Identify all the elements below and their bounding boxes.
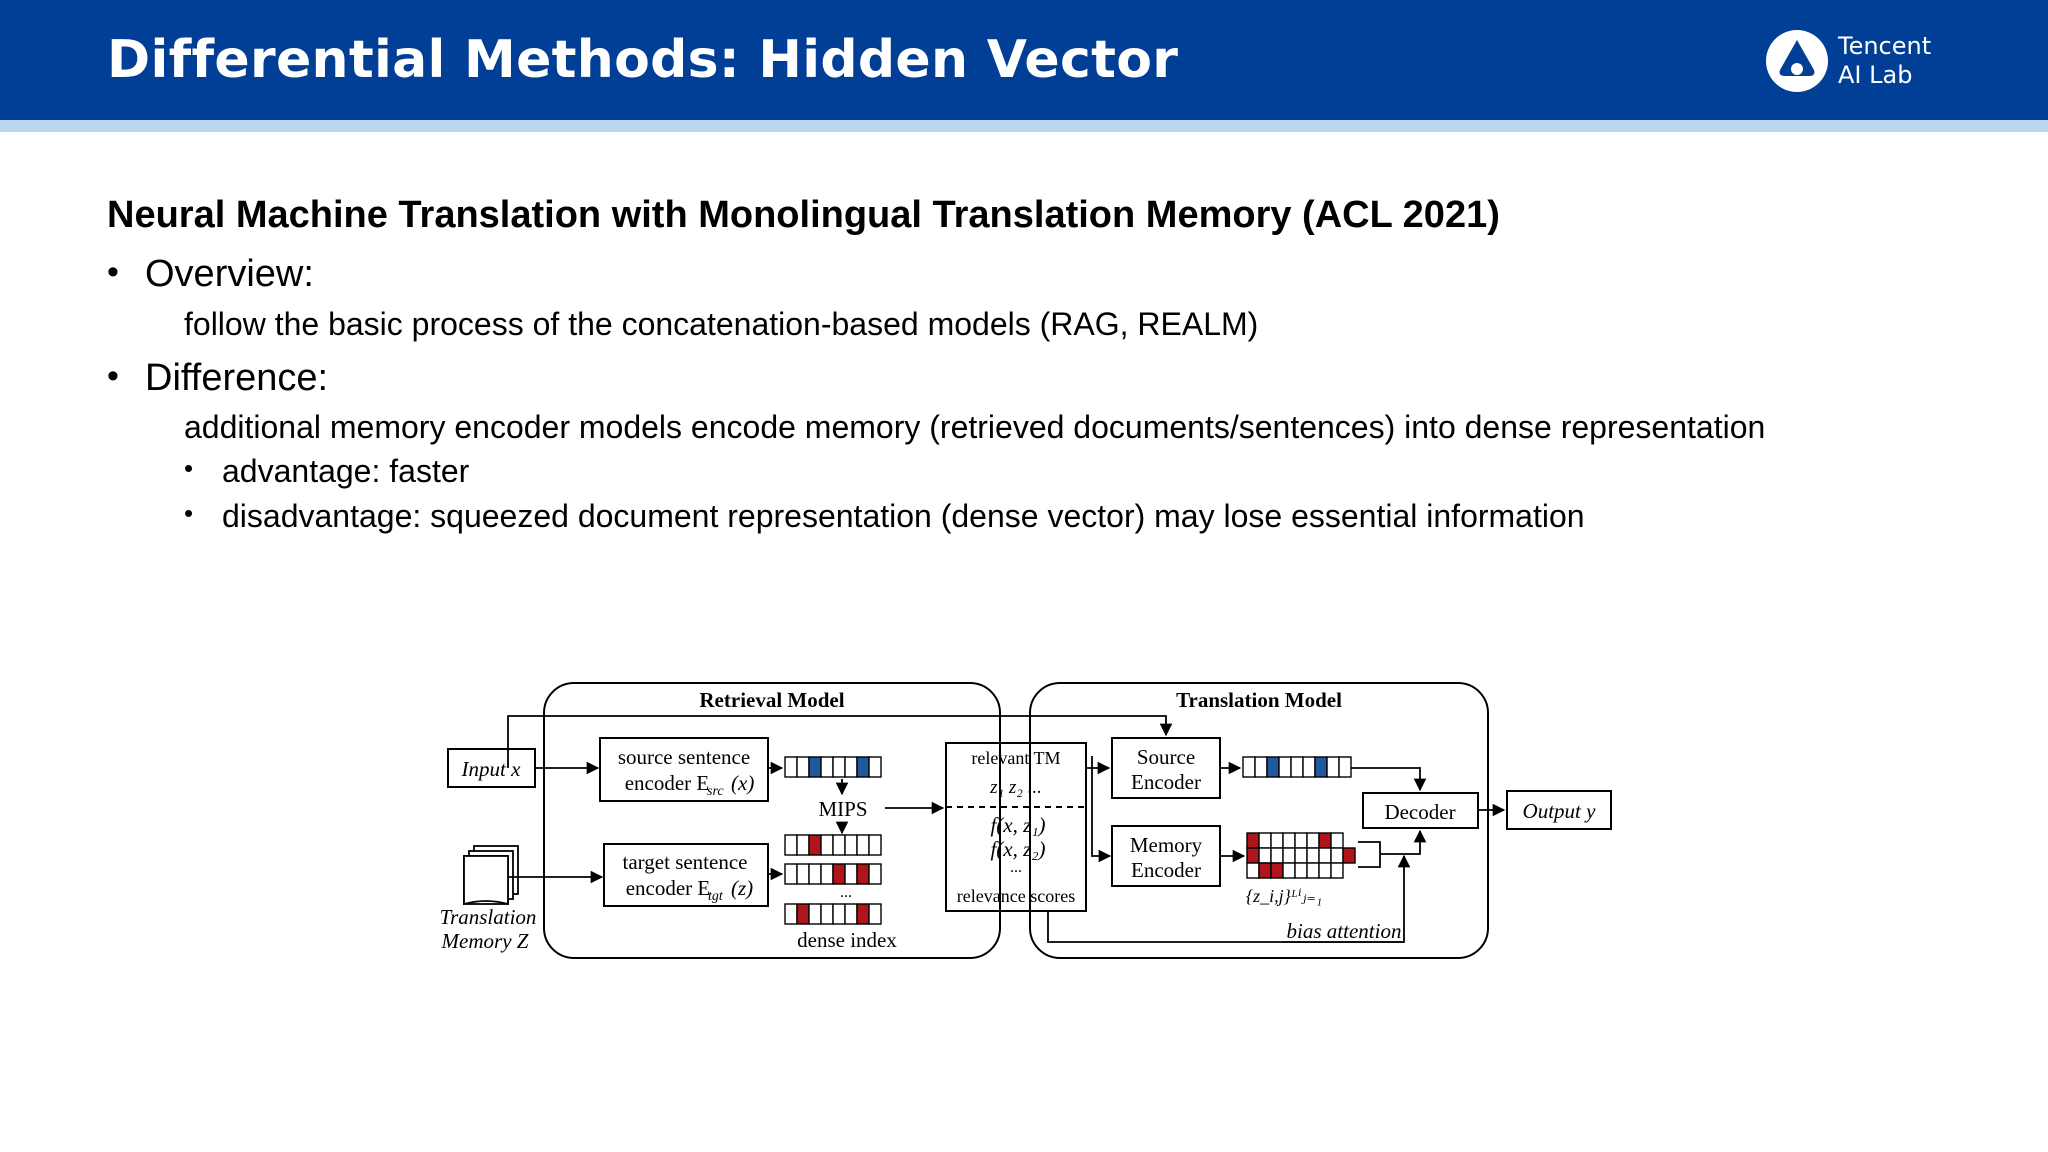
tgt-encoder-subscript: tgt (708, 889, 724, 904)
tgt-encoder-line-2: encoder E (626, 876, 711, 900)
header-stripe (0, 120, 2048, 132)
bullet-dot: • (107, 357, 119, 395)
src-encoder-subscript: src (707, 784, 724, 799)
dense-index-row-1 (784, 834, 882, 856)
sub-bullet-disadvantage-text: disadvantage: squeezed document represen… (222, 498, 1585, 534)
dense-index-row-2 (784, 863, 882, 885)
relevant-tm-box (945, 742, 1087, 912)
src-encoder-line-2: encoder E (625, 771, 710, 795)
dense-index-row-3 (784, 903, 882, 925)
relevance-formula-2: f(x, z₂) (990, 837, 1045, 861)
output-box (1506, 790, 1612, 830)
architecture-diagram: Retrieval Model Translation Model Input … (430, 676, 1620, 966)
bullet-dot: • (184, 498, 194, 528)
relevant-tm-items: z₁ z₂ ... (989, 777, 1042, 798)
retrieval-model-title: Retrieval Model (699, 688, 844, 712)
logo-line-1: Tencent (1838, 32, 1932, 60)
logo-text: Tencent AI Lab (1838, 32, 1931, 90)
relevance-ellipsis: ... (1010, 859, 1022, 876)
source-encoder-line-2: Encoder (1131, 770, 1201, 794)
slide-title: Differential Methods: Hidden Vector (107, 30, 1179, 90)
translation-memory-line-2: Memory Z (441, 929, 529, 953)
relevant-tm-label: relevant TM (971, 748, 1060, 768)
bullet-difference-label: Difference: (145, 357, 329, 399)
mips-label: MIPS (818, 797, 867, 821)
dense-index-ellipsis: ... (840, 884, 852, 901)
memory-encoder-line-1: Memory (1130, 833, 1203, 857)
bullet-dot: • (184, 453, 194, 483)
overview-text: follow the basic process of the concaten… (184, 306, 1259, 342)
tencent-ai-lab-logo-icon (1766, 30, 1828, 92)
paper-title: Neural Machine Translation with Monoling… (107, 194, 1500, 236)
bias-attention-label: bias attention (1287, 919, 1402, 943)
output-label: Output y (1523, 799, 1597, 823)
difference-text: additional memory encoder models encode … (184, 409, 1766, 445)
source-encoder-line-1: Source (1137, 745, 1195, 769)
memory-set-notation: {z_i,j}ᴸⁱⱼ₌₁ (1246, 886, 1322, 906)
target-sentence-encoder-box (603, 843, 769, 907)
relevance-formula-1: f(x, z₁) (990, 813, 1045, 837)
translation-model-panel (1029, 682, 1489, 959)
memory-encoder-line-2: Encoder (1131, 858, 1201, 882)
source-sentence-encoder-box (599, 737, 769, 802)
relevance-scores-label: relevance scores (957, 886, 1075, 906)
bullet-overview-label: Overview: (145, 253, 314, 295)
dense-index-label: dense index (797, 928, 897, 952)
sub-bullet-advantage-text: advantage: faster (222, 453, 470, 489)
document-stack-icon (463, 845, 519, 906)
architecture-diagram-svg: Retrieval Model Translation Model Input … (440, 682, 1612, 959)
src-encoder-line-1: source sentence (618, 745, 750, 769)
memory-encoding-grid (1246, 832, 1356, 879)
src-encoder-arg: (x) (731, 771, 754, 795)
decoder-label: Decoder (1384, 800, 1455, 824)
retrieval-model-panel (543, 682, 1001, 959)
slide-header: Differential Methods: Hidden Vector Tenc… (0, 0, 2048, 120)
source-vector-cells (784, 756, 882, 778)
bullet-dot: • (107, 253, 119, 291)
tgt-encoder-line-1: target sentence (623, 850, 748, 874)
input-label: Input x (461, 757, 522, 781)
logo-line-2: AI Lab (1838, 61, 1913, 89)
tencent-ai-lab-logo: Tencent AI Lab (1764, 26, 1944, 96)
tgt-encoder-arg: (z) (731, 876, 753, 900)
translation-memory-line-1: Translation (440, 905, 537, 929)
translation-model-title: Translation Model (1176, 688, 1342, 712)
source-encoding-cells (1242, 756, 1352, 778)
